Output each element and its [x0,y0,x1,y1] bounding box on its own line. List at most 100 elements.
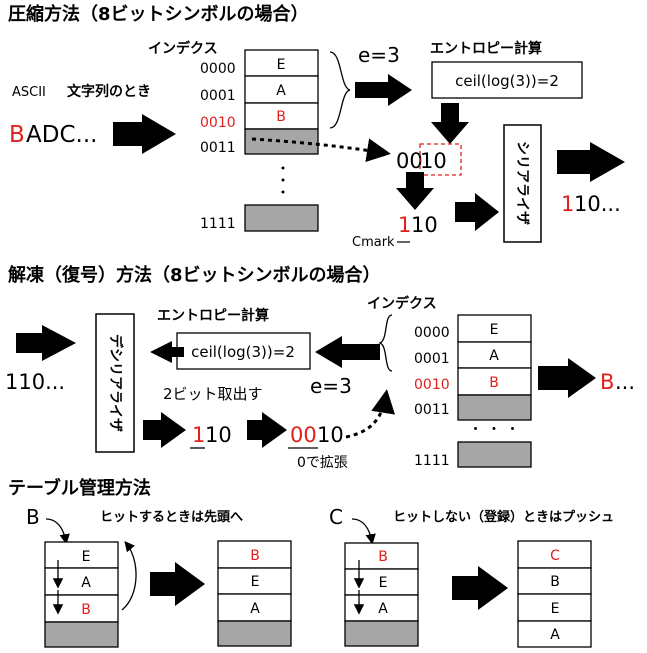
decompression-step2-rest: 10 [317,423,344,447]
ascii-label-prefix: ASCII [12,85,46,100]
miss-before-1: E [379,575,388,591]
compression-code-bits: 10 [420,149,447,173]
hit-before-0: E [82,549,91,565]
miss-note: ヒットしない（登録）ときはプッシュ [393,509,614,525]
decompression-e-label: e=3 [310,374,352,398]
decompression-step1-rest: 10 [205,423,232,447]
miss-curve-arrow [351,518,376,545]
decompression-symbol-2: B [489,375,499,391]
compression-output-rest: 10... [574,192,621,216]
decompression-title: 解凍（復号）方法（8ビットシンボルの場合） [8,264,381,286]
compression-symbol-2: B [276,109,286,125]
hit-after-table [217,540,292,647]
cmark-label: Cmark [352,235,395,250]
compression-index-1: 0001 [200,88,236,104]
decompression-index-table [457,314,532,468]
miss-after-1: B [550,574,560,590]
compression-symbol-0: E [277,57,286,73]
decompression-index-0: 0000 [414,325,450,341]
serializer-box [503,124,542,243]
hit-after-1: E [251,574,260,590]
decompression-arrow-output [538,358,596,398]
miss-before-2: A [378,601,388,617]
decompression-brace [378,314,393,372]
decompression-arrow-to-deserializer [150,341,184,363]
compression-input-rest: ADC... [26,122,97,148]
miss-before-0: B [378,549,388,565]
deserializer-label: デシリアライザ [107,334,124,432]
miss-after-3: A [550,627,560,643]
compression-symbol-1: A [276,83,286,99]
decompression-output-first: B [600,370,614,394]
decompression-formula: ceil(log(3))=2 [191,343,295,361]
compression-output-first: 1 [561,192,574,216]
miss-symbol: C [329,505,343,529]
decompression-entropy-label: エントロピー計算 [157,307,269,324]
compression-input-first: B [9,122,25,148]
decompression-arrow-input [16,325,76,361]
decompression-arrow-step1 [143,412,186,448]
compression-code-prefix: 00 [396,149,423,173]
decompression-step1-first: 1 [192,423,205,447]
decompression-extend-label: 0で拡張 [297,455,348,471]
decompression-symbol-1: A [489,348,499,364]
decompression-index-3: 0011 [414,402,450,418]
compression-index-label: インデクス [148,40,218,57]
compression-entropy-label: エントロピー計算 [430,40,542,57]
miss-arrow [452,566,508,610]
decompression-symbol-0: E [490,322,499,338]
miss-before-table [344,542,419,647]
compression-arrow-to-entropy [355,74,412,106]
compression-cmark-rest: 10 [411,213,438,237]
miss-after-table [517,540,592,648]
table-mgmt-title: テーブル管理方法 [8,477,151,499]
hit-move-to-top-arrow [121,540,137,611]
decompression-index-1: 0001 [414,351,450,367]
decompression-take-bits: 2ビット取出す [163,385,263,403]
hit-symbol: B [26,505,40,529]
decompression-horizontal-dots: ・ ・ ・ [469,422,520,438]
decompression-input: 110... [5,370,65,394]
compression-dotted-arrow [251,137,391,163]
compression-e-label: e=3 [358,43,400,67]
compression-title: 圧縮方法（8ビットシンボルの場合） [8,3,309,25]
decompression-arrow-step2 [247,412,287,448]
hit-before-1: A [81,575,91,591]
compression-cmark-bit: 1 [398,213,411,237]
decompression-index-2: 0010 [414,377,450,393]
decompression-step2-prefix: 00 [290,423,317,447]
hit-after-2: A [250,601,260,617]
hit-arrow [150,562,205,606]
miss-after-2: E [551,601,560,617]
miss-after-0: C [550,548,560,564]
decompression-arrow-to-entropy [315,336,380,368]
compression-arrow-down-2 [396,172,434,210]
compression-code-highlight [419,143,462,176]
compression-arrow-input [113,114,176,154]
compression-index-0: 0000 [200,61,236,77]
decompression-dotted-arrow [345,389,395,439]
hit-curve-arrow [45,518,70,545]
deserializer-box [95,313,135,453]
compression-index-4: 1111 [200,216,236,232]
decompression-formula-box [176,332,311,370]
compression-arrow-down-1 [431,103,469,144]
decompression-index-4: 1111 [414,453,450,469]
compression-arrow-to-serializer [455,193,499,231]
compression-brace [329,51,351,129]
compression-formula-box [431,61,583,99]
ascii-label-suffix: 文字列のとき [67,83,151,100]
compression-vertical-dots [281,166,285,194]
compression-index-2: 0010 [200,115,236,131]
compression-arrow-output [557,142,625,182]
compression-index-3: 0011 [200,140,236,156]
compression-formula: ceil(log(3))=2 [455,72,559,90]
serializer-label: シリアライザ [514,141,530,225]
decompression-index-label: インデクス [367,295,437,312]
compression-index-table [244,49,319,232]
decompression-output-rest: ... [615,370,635,394]
hit-after-0: B [250,548,260,564]
hit-before-2: B [81,602,91,618]
hit-note: ヒットするときは先頭へ [100,509,243,525]
